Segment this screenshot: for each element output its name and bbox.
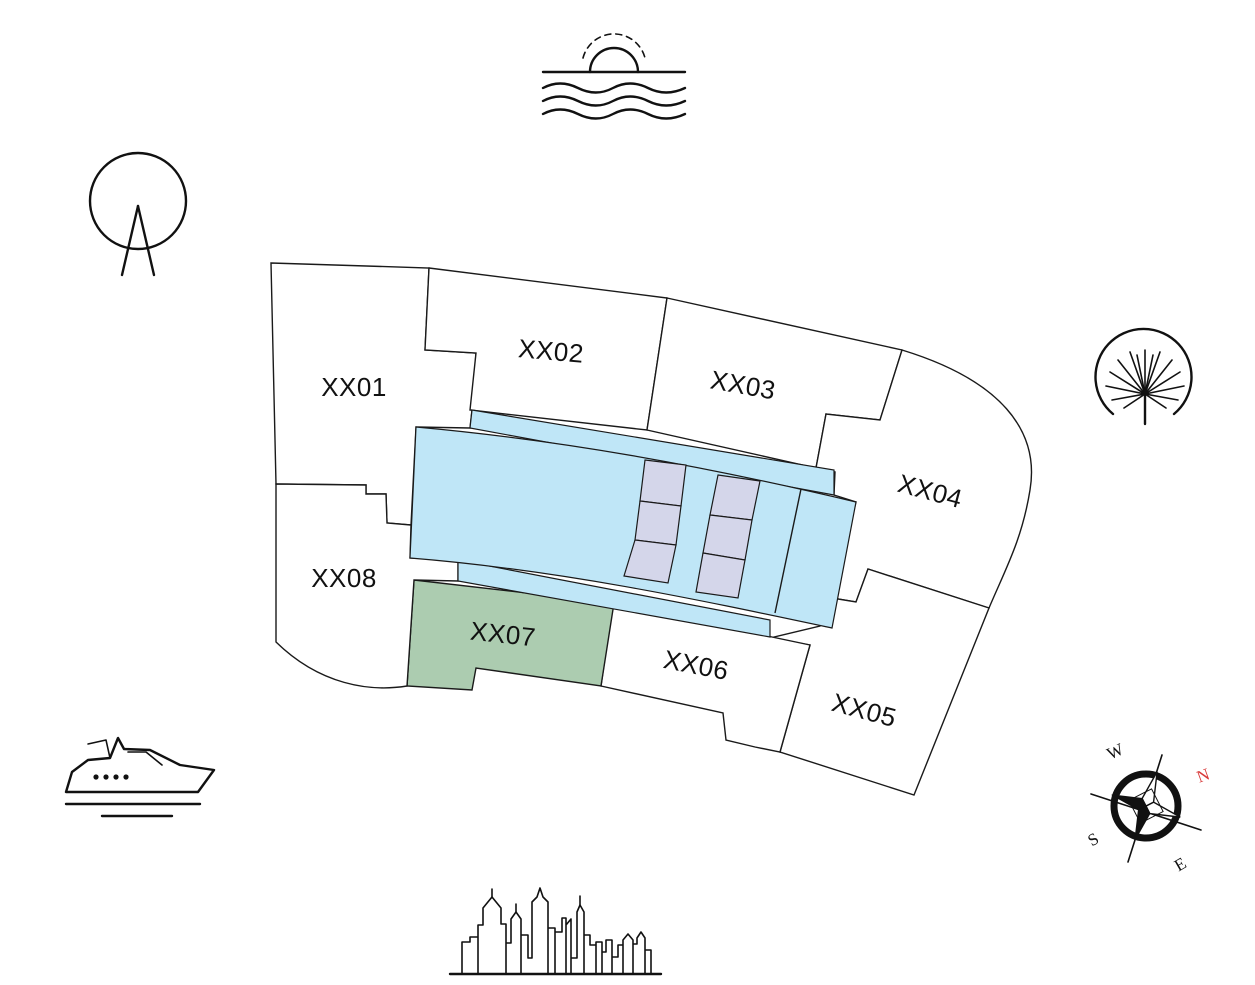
- unit-label-xx07: XX07: [469, 616, 537, 653]
- core-lobby: [409, 426, 857, 629]
- core-divider: [774, 488, 802, 614]
- core-corridor-lower: [457, 559, 771, 638]
- lift-car: [709, 474, 761, 521]
- compass-west-label: W: [1104, 739, 1127, 763]
- building-core: [409, 409, 857, 638]
- sea-sunset-icon: [541, 33, 687, 120]
- unit-label-xx01: XX01: [321, 372, 387, 402]
- lift-car: [702, 514, 753, 561]
- compass-rose-icon: N E S W: [1084, 739, 1212, 875]
- unit-xx06[interactable]: [600, 601, 811, 753]
- unit-label-xx08: XX08: [311, 563, 377, 593]
- unit-label-xx02: XX02: [517, 333, 585, 369]
- lift-car: [695, 552, 746, 599]
- lift-car: [634, 500, 682, 546]
- city-skyline-icon: [448, 887, 663, 976]
- compass-east-label: E: [1171, 854, 1189, 876]
- yacht-icon: [64, 736, 216, 818]
- observation-wheel-icon: [88, 151, 188, 277]
- palm-island-icon: [1094, 327, 1193, 426]
- lift-car: [623, 539, 677, 584]
- lift-bank-left: [623, 459, 687, 584]
- core-corridor-upper: [469, 409, 835, 496]
- lift-car: [639, 459, 687, 507]
- lift-bank-right: [695, 474, 761, 599]
- compass-north-label: N: [1194, 764, 1212, 786]
- compass-south-label: S: [1084, 829, 1102, 850]
- unit-xx08[interactable]: [275, 483, 459, 689]
